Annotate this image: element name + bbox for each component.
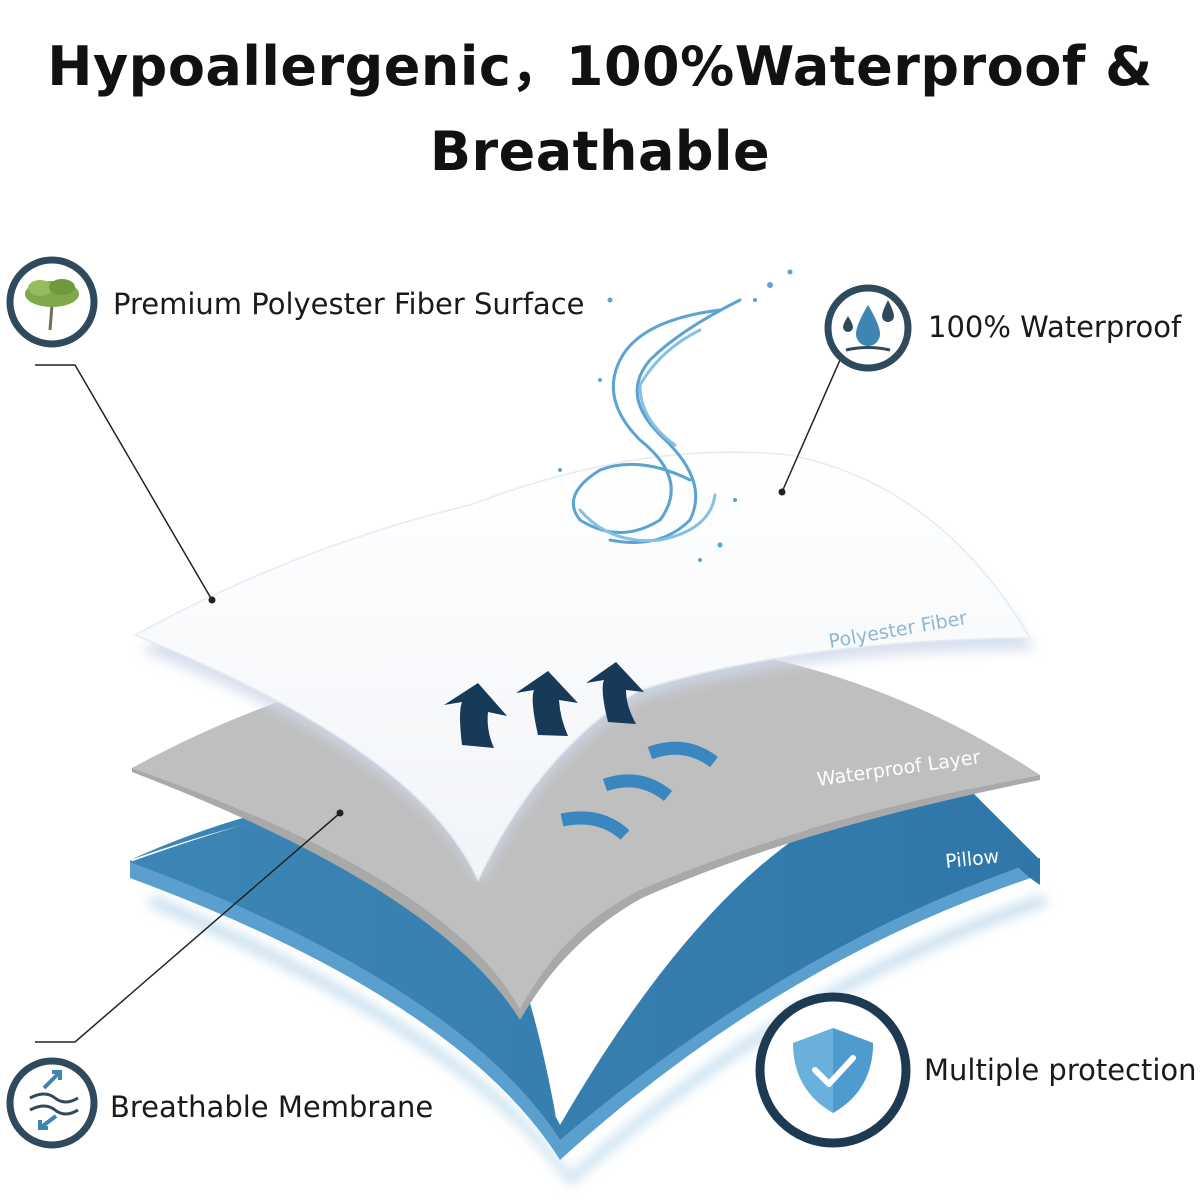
callout-breathable: Breathable Membrane (110, 1090, 434, 1124)
shield-check-icon (755, 992, 911, 1148)
callout-waterproof: 100% Waterproof (928, 310, 1182, 344)
page-title-line-2: Breathable (429, 120, 771, 183)
airflow-icon (6, 1057, 98, 1149)
callout-protection: Multiple protection (924, 1053, 1197, 1087)
water-splash (558, 269, 793, 562)
tree-icon (6, 256, 98, 348)
callout-surface: Premium Polyester Fiber Surface (113, 287, 585, 321)
airflow-arrows (444, 662, 644, 748)
water-drops-icon (824, 284, 912, 372)
airflow-waves (560, 741, 718, 840)
polyester-fiber-layer (133, 451, 1035, 885)
page-title-line-1: Hypoallergenic，100%Waterproof & (47, 35, 1153, 98)
